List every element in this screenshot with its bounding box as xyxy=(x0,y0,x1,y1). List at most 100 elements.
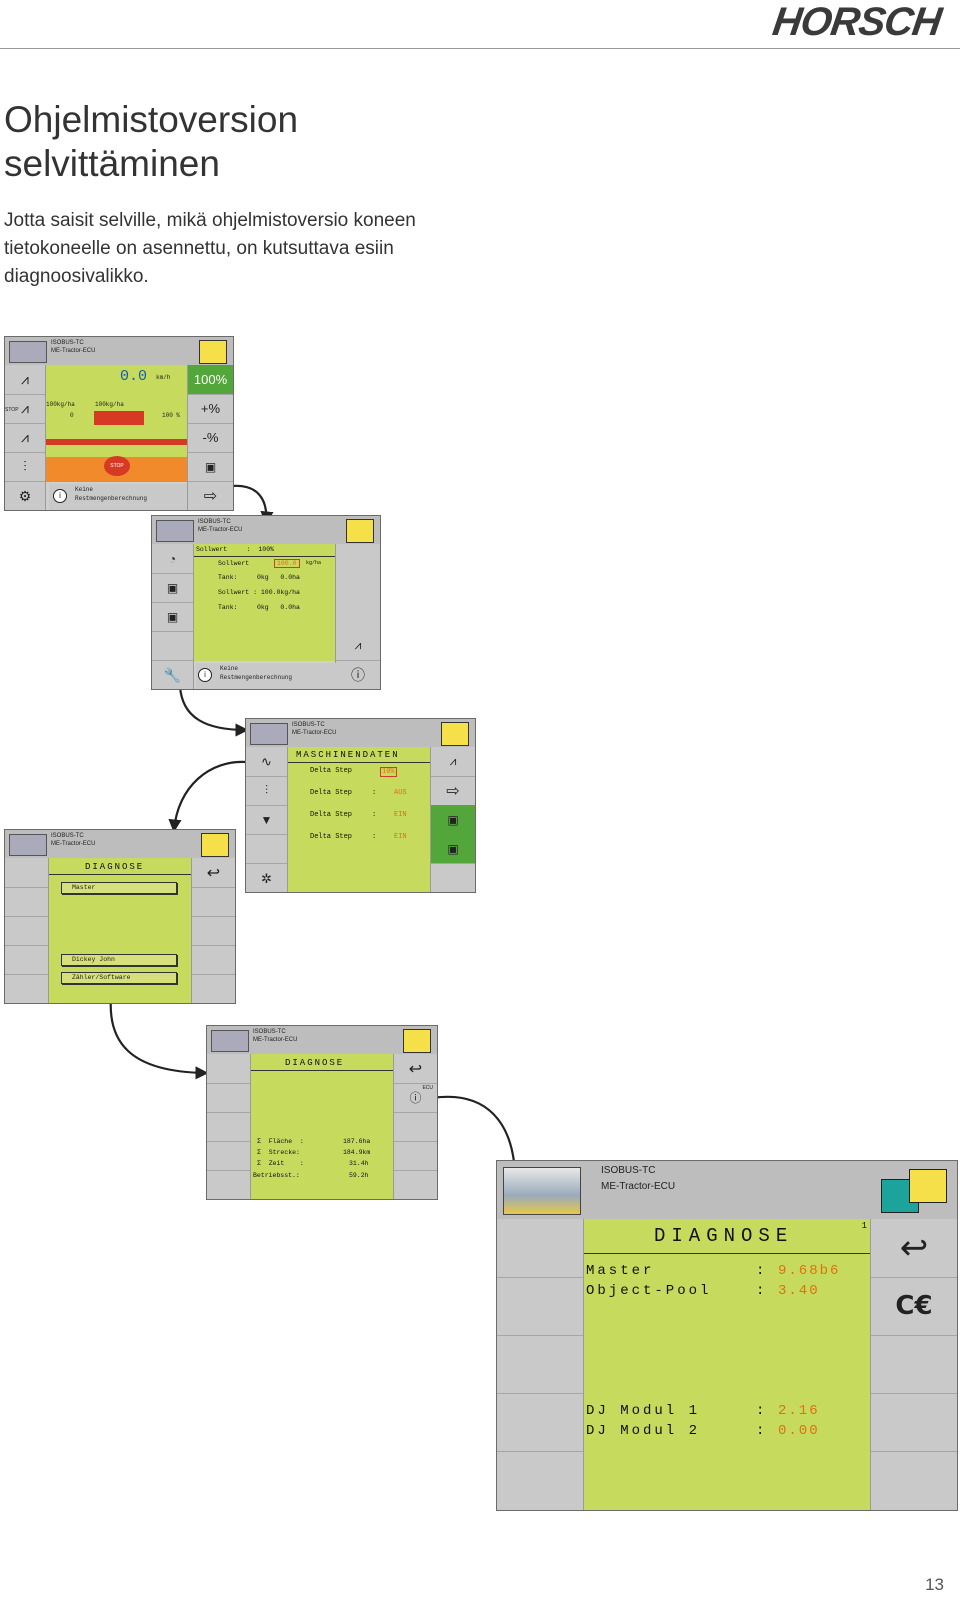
stop-sign: STOP xyxy=(104,456,130,476)
layout-switch-icon[interactable] xyxy=(199,340,227,364)
object-pool-label: Object-Pool xyxy=(586,1283,712,1299)
row-2-value[interactable]: 100.0 xyxy=(274,559,300,568)
isobus-label: ISOBUS-TC xyxy=(51,340,84,346)
empty-key xyxy=(152,631,193,661)
rate-minus-button[interactable]: -% xyxy=(188,423,233,453)
arrow-3-4 xyxy=(168,760,247,833)
tramline-up-icon[interactable]: ⩘ xyxy=(5,365,45,395)
layout-switch-icon[interactable] xyxy=(441,722,469,746)
settings-icon[interactable]: ✲ xyxy=(246,863,287,892)
right-value: 100 % xyxy=(162,412,181,419)
title-divider xyxy=(49,874,193,875)
ce-declaration-icon[interactable]: C€ xyxy=(871,1277,957,1336)
page-number: 13 xyxy=(925,1575,944,1594)
right-softkeys: 100% +% -% ▣ ⇨ xyxy=(187,365,233,510)
stop-small-label: STOP xyxy=(5,407,19,413)
row-sollwert: Sollwert : 100% xyxy=(196,546,275,553)
empty-key xyxy=(207,1170,250,1199)
info-key-icon[interactable]: ⓘ xyxy=(336,660,380,689)
row-1-label: Delta Step xyxy=(310,767,353,775)
machine-icon xyxy=(503,1167,581,1215)
row-2-value[interactable]: AUS xyxy=(394,789,407,797)
dj-modul-1-version: 2.16 xyxy=(778,1403,820,1419)
empty-key xyxy=(871,1335,957,1394)
empty-key xyxy=(5,974,48,1003)
row-1-value[interactable]: 10% xyxy=(380,767,397,777)
page-index: 1 xyxy=(861,1221,867,1231)
info-bar: i Keine Restmengenberechnung xyxy=(196,663,336,689)
rate-100-button[interactable]: 100% xyxy=(188,365,233,395)
row-3-value[interactable]: EIN xyxy=(394,811,407,819)
right-softkeys: ↩ xyxy=(191,858,235,1003)
empty-key xyxy=(192,887,235,917)
info-line-2: Restmengenberechnung xyxy=(75,495,148,502)
header-divider xyxy=(0,48,960,49)
layout-switch-icon[interactable] xyxy=(201,833,229,857)
master-button[interactable]: Master xyxy=(61,882,177,894)
boom-graphic xyxy=(46,439,189,445)
terminal-screen-6: ISOBUS-TC ME-Tractor-ECU DIAGNOSE 1 Mast… xyxy=(496,1160,958,1511)
flaeche-value: 187.6ha xyxy=(343,1138,371,1145)
isobus-label: ISOBUS-TC xyxy=(601,1165,656,1176)
sprayer-icon[interactable]: ⩘ xyxy=(431,747,475,777)
row-4-value[interactable]: EIN xyxy=(394,833,407,841)
meter-2-icon[interactable]: ▣ xyxy=(152,602,193,632)
back-icon[interactable]: ↩ xyxy=(192,858,235,888)
metering-toggle-icon[interactable]: ▣ xyxy=(188,452,233,482)
next-page-icon[interactable]: ⇨ xyxy=(431,776,475,806)
empty-key xyxy=(5,858,48,888)
row-4-sep: : xyxy=(372,833,377,841)
left-value: 0 xyxy=(70,412,74,419)
gauge-icon[interactable]: ◔ xyxy=(152,544,193,574)
meter-2-toggle-icon[interactable]: ▣ xyxy=(431,834,475,864)
back-icon[interactable]: ↩ xyxy=(394,1054,437,1084)
screen-header: ISOBUS-TC ME-Tractor-ECU xyxy=(5,830,235,859)
seed-icon[interactable]: ⩘ xyxy=(336,631,380,661)
empty-key xyxy=(497,1393,583,1452)
hopper-icon[interactable]: ▼ xyxy=(246,805,287,835)
master-version: 9.68b6 xyxy=(778,1263,841,1279)
zaehler-software-button[interactable]: Zähler/Software xyxy=(61,972,177,984)
screen-title: DIAGNOSE xyxy=(85,862,145,872)
tramline-stop-icon[interactable]: ⩘ xyxy=(5,394,45,424)
meter-1-toggle-icon[interactable]: ▣ xyxy=(431,805,475,835)
back-icon[interactable]: ↩ xyxy=(871,1219,957,1278)
rate-plus-button[interactable]: +% xyxy=(188,394,233,424)
row-tank-2: Tank: 0kg 0.0ha xyxy=(218,604,300,611)
tramline-down-icon[interactable]: ⩘ xyxy=(5,423,45,453)
next-page-icon[interactable]: ⇨ xyxy=(188,481,233,510)
zeit-value: 31.4h xyxy=(349,1160,369,1167)
empty-key xyxy=(207,1112,250,1142)
meter-1-icon[interactable]: ▣ xyxy=(152,573,193,603)
flaeche-label: Σ Fläche : xyxy=(257,1138,304,1145)
terminal-screen-1: ISOBUS-TC ME-Tractor-ECU ⩘ ⩘ ⩘ ⫶ ⚙ 0.0 k… xyxy=(4,336,234,511)
fan-icon[interactable]: ⚙ xyxy=(5,481,45,510)
master-sep: : xyxy=(756,1263,765,1279)
row-divider xyxy=(194,556,337,557)
work-display: 0.0 km/h 100kg/ha 100kg/ha 0 100 % STOP xyxy=(46,365,189,482)
machine-icon xyxy=(250,723,288,745)
empty-key xyxy=(394,1112,437,1142)
horsch-logo: HORSCH xyxy=(769,0,944,44)
empty-key xyxy=(207,1054,250,1084)
info-icon: i xyxy=(198,668,212,682)
dj-modul-2-label: DJ Modul 2 xyxy=(586,1423,701,1439)
empty-key xyxy=(871,1393,957,1452)
wrench-icon[interactable]: 🔧 xyxy=(152,660,193,689)
dickey-john-button[interactable]: Dickey John xyxy=(61,954,177,966)
layout-switch-icon[interactable] xyxy=(875,1165,951,1215)
isobus-label: ISOBUS-TC xyxy=(253,1029,286,1035)
hose-icon[interactable]: ∿ xyxy=(246,747,287,777)
layout-switch-icon[interactable] xyxy=(403,1029,431,1053)
tines-icon[interactable]: ⫶ xyxy=(246,776,287,806)
marker-icon[interactable]: ⫶ xyxy=(5,452,45,482)
software-version-display: DIAGNOSE 1 Master : 9.68b6 Object-Pool :… xyxy=(584,1219,871,1510)
machine-icon xyxy=(9,341,47,363)
left-softkeys xyxy=(497,1219,584,1510)
info-bar: i Keine Restmengenberechnung xyxy=(49,484,187,510)
layout-switch-icon[interactable] xyxy=(346,519,374,543)
screen-header: ISOBUS-TC ME-Tractor-ECU xyxy=(5,337,233,366)
arrow-2-3 xyxy=(178,685,249,737)
